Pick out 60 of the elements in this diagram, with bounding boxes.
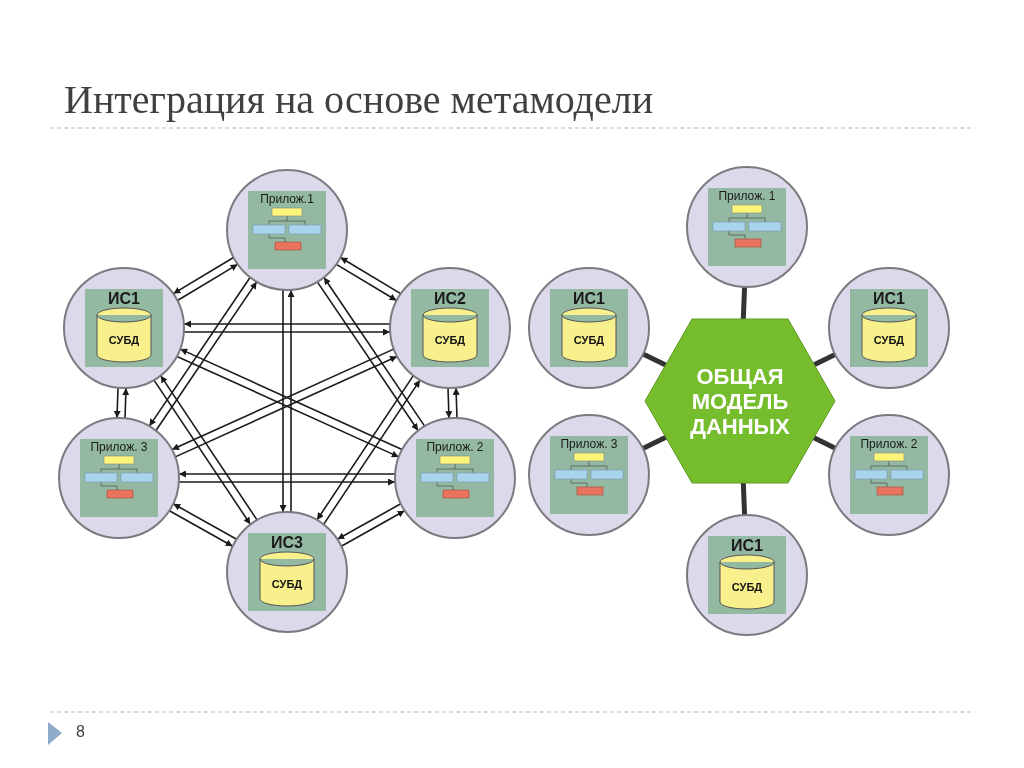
arrow bbox=[178, 478, 396, 486]
slide-title: Интеграция на основе метамодели bbox=[64, 76, 654, 123]
arrow bbox=[148, 276, 251, 427]
arrow bbox=[323, 276, 426, 427]
database-cylinder bbox=[719, 554, 775, 610]
arrow bbox=[153, 379, 252, 526]
arrow bbox=[316, 281, 419, 432]
arrow bbox=[340, 510, 406, 547]
double-line-connector bbox=[641, 351, 667, 368]
node-title: Прилож. 3 bbox=[560, 437, 618, 452]
node-title: Прилож. 3 bbox=[90, 440, 148, 455]
database-cylinder bbox=[561, 307, 617, 363]
database-cylinder bbox=[259, 551, 315, 607]
hexagon-node bbox=[644, 318, 836, 484]
arrow bbox=[335, 263, 398, 302]
node-title: ИС1 bbox=[731, 537, 763, 554]
arrow bbox=[113, 387, 121, 419]
node-title: ИС1 bbox=[108, 290, 140, 307]
arrow bbox=[287, 289, 295, 513]
node-label: ОБЩАЯ МОДЕЛЬ ДАННЫХ bbox=[689, 363, 791, 439]
node-title: ИС1 bbox=[573, 290, 605, 307]
node-title: Прилож. 2 bbox=[860, 437, 918, 452]
node-label: СУБД bbox=[271, 578, 303, 590]
arrow bbox=[172, 503, 238, 540]
arrow bbox=[155, 281, 258, 432]
node-label: СУБД bbox=[108, 334, 140, 346]
node-title: Прилож. 2 bbox=[426, 440, 484, 455]
node-title: Прилож. 1 bbox=[718, 189, 776, 204]
database-cylinder bbox=[861, 307, 917, 363]
arrow bbox=[159, 374, 258, 521]
double-line-connector bbox=[740, 286, 748, 320]
arrow bbox=[452, 387, 460, 419]
page-number: 8 bbox=[76, 723, 85, 741]
arrow bbox=[279, 289, 287, 513]
node-label: СУБД bbox=[573, 334, 605, 346]
node-title: ИС3 bbox=[271, 534, 303, 551]
database-cylinder bbox=[422, 307, 478, 363]
node-title: ИС1 bbox=[873, 290, 905, 307]
arrow bbox=[168, 510, 234, 547]
arrow bbox=[322, 379, 421, 526]
node-label: СУБД bbox=[434, 334, 466, 346]
node-label: СУБД bbox=[731, 581, 763, 593]
arrow bbox=[445, 387, 453, 419]
node-title: Прилож.1 bbox=[260, 192, 314, 207]
arrow bbox=[122, 387, 130, 419]
arrow bbox=[178, 470, 396, 478]
arrow bbox=[339, 256, 402, 295]
double-line-connector bbox=[740, 482, 748, 516]
arrow bbox=[316, 374, 415, 521]
double-line-connector bbox=[812, 435, 837, 451]
arrow bbox=[183, 320, 391, 328]
node-title: ИС2 bbox=[434, 290, 466, 307]
double-line-connector bbox=[813, 352, 837, 367]
arrow bbox=[336, 503, 402, 540]
double-line-connector bbox=[641, 435, 667, 451]
arrow bbox=[176, 263, 239, 302]
node-label: СУБД bbox=[873, 334, 905, 346]
arrow bbox=[183, 328, 391, 336]
arrow bbox=[172, 256, 235, 295]
database-cylinder bbox=[96, 307, 152, 363]
